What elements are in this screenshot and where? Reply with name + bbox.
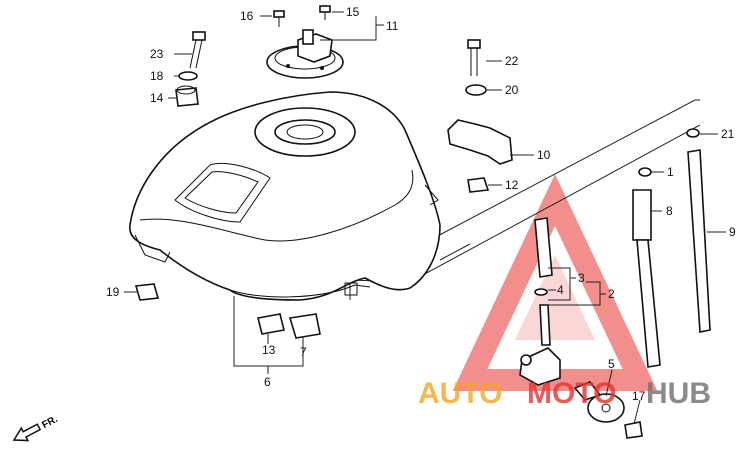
- screw-17: [624, 421, 643, 439]
- rubber-14: [175, 85, 199, 107]
- label-7: 7: [300, 345, 307, 359]
- label-14: 14: [150, 91, 164, 105]
- hose-9: [687, 149, 711, 333]
- label-10: 10: [537, 148, 551, 162]
- bolt-16: [273, 10, 285, 27]
- watermark-text: AUTO MOTO HUB: [418, 377, 711, 410]
- clip-1: [638, 167, 652, 177]
- bolt-23: [189, 31, 206, 69]
- fuel-tank: [129, 91, 441, 301]
- pad-13: [257, 313, 285, 335]
- label-9: 9: [729, 225, 736, 239]
- label-2: 2: [608, 287, 615, 301]
- label-1: 1: [667, 165, 674, 179]
- pad-7: [288, 313, 321, 339]
- nut-19: [134, 283, 160, 301]
- lever-5: [573, 381, 625, 423]
- label-23: 23: [150, 47, 164, 61]
- strainer-3: [534, 217, 553, 278]
- label-3: 3: [578, 271, 585, 285]
- label-19: 19: [106, 285, 120, 299]
- label-15: 15: [346, 5, 360, 19]
- watermark-moto: MOTO: [527, 377, 616, 410]
- label-12: 12: [505, 178, 519, 192]
- fuel-cap-assembly: [266, 29, 344, 79]
- clip-21: [686, 128, 700, 138]
- hose-8: [632, 189, 661, 368]
- label-11: 11: [386, 19, 399, 33]
- o-ring-4: [534, 288, 548, 296]
- washer-18: [178, 71, 198, 81]
- nut-12: [467, 177, 490, 193]
- label-8: 8: [666, 204, 673, 218]
- front-direction-indicator: FR.: [12, 414, 60, 442]
- leader-lines: [124, 11, 726, 425]
- label-4: 4: [557, 283, 564, 297]
- watermark-hub: HUB: [646, 377, 711, 410]
- bracket-10: [447, 119, 513, 165]
- watermark-auto: AUTO: [418, 377, 502, 410]
- label-21: 21: [721, 127, 735, 141]
- label-20: 20: [505, 83, 519, 97]
- fuel-valve-2: [519, 304, 561, 386]
- washer-20: [465, 84, 487, 96]
- front-label: FR.: [40, 414, 60, 431]
- label-6: 6: [264, 375, 271, 389]
- part-labels: 16 15 11 23 18 14 22 20 10 12 21 1 8 9 3…: [106, 5, 736, 403]
- label-18: 18: [150, 69, 164, 83]
- label-22: 22: [505, 54, 519, 68]
- bolt-22: [467, 39, 481, 76]
- label-13: 13: [262, 343, 276, 357]
- label-5: 5: [608, 357, 615, 371]
- arrow-icon: [12, 423, 42, 442]
- label-16: 16: [240, 9, 254, 23]
- label-17: 17: [632, 389, 646, 403]
- screw-15: [319, 5, 331, 20]
